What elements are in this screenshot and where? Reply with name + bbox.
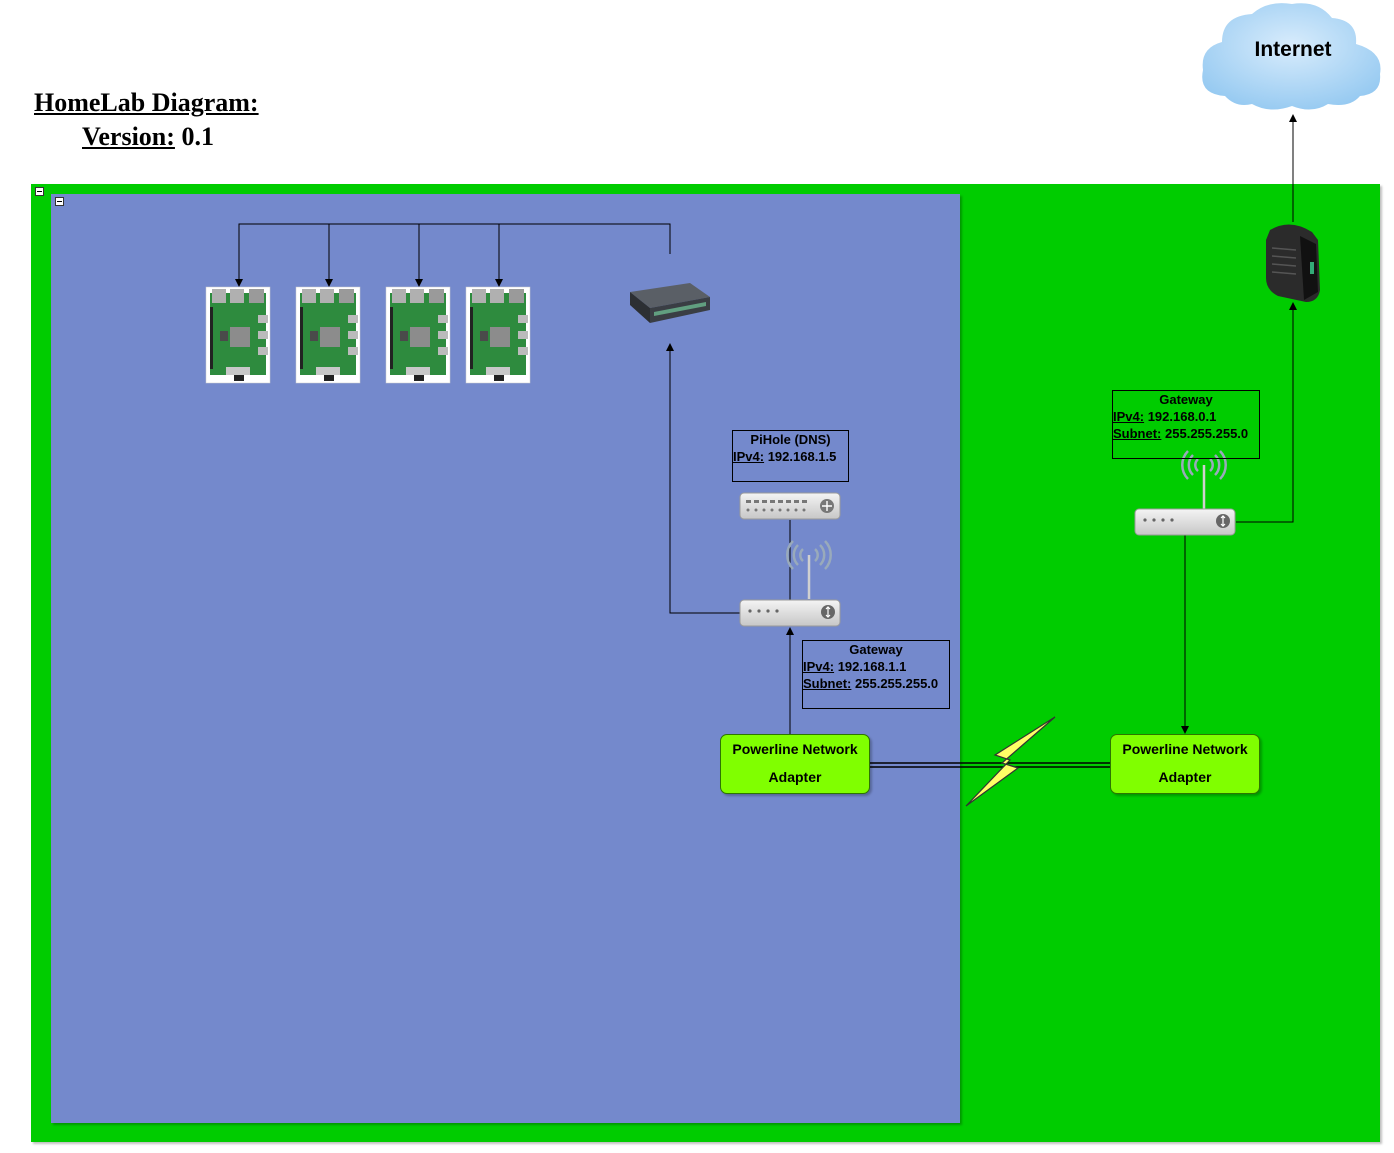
- home-router-icon[interactable]: [1134, 449, 1236, 536]
- pihole-info-box: PiHole (DNS) IPv4: 192.168.1.5: [732, 430, 849, 482]
- home-gateway-subnet-row: Subnet: 255.255.255.0: [1113, 426, 1249, 441]
- home-adapter-line1: Powerline Network: [1122, 741, 1248, 757]
- home-gateway-title: Gateway: [1159, 392, 1213, 407]
- title-heading: HomeLab Diagram:: [34, 88, 259, 117]
- lab-gateway-title: Gateway: [849, 642, 903, 657]
- pihole-ipv4-row: IPv4: 192.168.1.5: [733, 449, 837, 464]
- edge-router-switch: [666, 343, 740, 614]
- home-adapter-line2: Adapter: [1158, 769, 1212, 785]
- version-line: Version: 0.1: [34, 120, 259, 154]
- edge-homerouter-modem: [1236, 302, 1297, 523]
- network-switch-icon[interactable]: [630, 283, 710, 323]
- lab-powerline-adapter[interactable]: Powerline Network Adapter: [720, 734, 870, 794]
- raspberry-pi-3-icon[interactable]: [385, 286, 451, 384]
- lightning-bolt-icon: [965, 716, 1056, 807]
- raspberry-pi-1-icon[interactable]: [205, 286, 271, 384]
- connection-lines: [235, 114, 1297, 768]
- version-label: Version:: [82, 122, 175, 151]
- internet-cloud-icon[interactable]: [1202, 3, 1381, 110]
- home-gateway-ipv4-row: IPv4: 192.168.0.1: [1113, 409, 1217, 424]
- edge-switch-rpi1: [235, 223, 671, 287]
- home-powerline-adapter[interactable]: Powerline Network Adapter: [1110, 734, 1260, 794]
- lab-gateway-ipv4-row: IPv4: 192.168.1.1: [803, 659, 907, 674]
- edge-powerline-link: [870, 762, 1110, 768]
- lab-adapter-line2: Adapter: [768, 769, 822, 785]
- lab-gateway-subnet-row: Subnet: 255.255.255.0: [803, 676, 939, 691]
- home-gateway-info-box: Gateway IPv4: 192.168.0.1 Subnet: 255.25…: [1112, 390, 1260, 459]
- version-value: 0.1: [181, 122, 214, 151]
- dns-server-icon[interactable]: [739, 492, 841, 520]
- pihole-title: PiHole (DNS): [750, 432, 831, 447]
- diagram-title: HomeLab Diagram: Version: 0.1: [34, 86, 259, 154]
- lab-adapter-line1: Powerline Network: [732, 741, 858, 757]
- cable-modem-icon[interactable]: [1266, 224, 1320, 302]
- internet-label: Internet: [1254, 38, 1332, 61]
- raspberry-pi-4-icon[interactable]: [465, 286, 531, 384]
- home-network-collapse-icon[interactable]: [35, 187, 44, 196]
- lab-network-collapse-icon[interactable]: [55, 197, 64, 206]
- lab-gateway-info-box: Gateway IPv4: 192.168.1.1 Subnet: 255.25…: [802, 640, 950, 709]
- raspberry-pi-2-icon[interactable]: [295, 286, 361, 384]
